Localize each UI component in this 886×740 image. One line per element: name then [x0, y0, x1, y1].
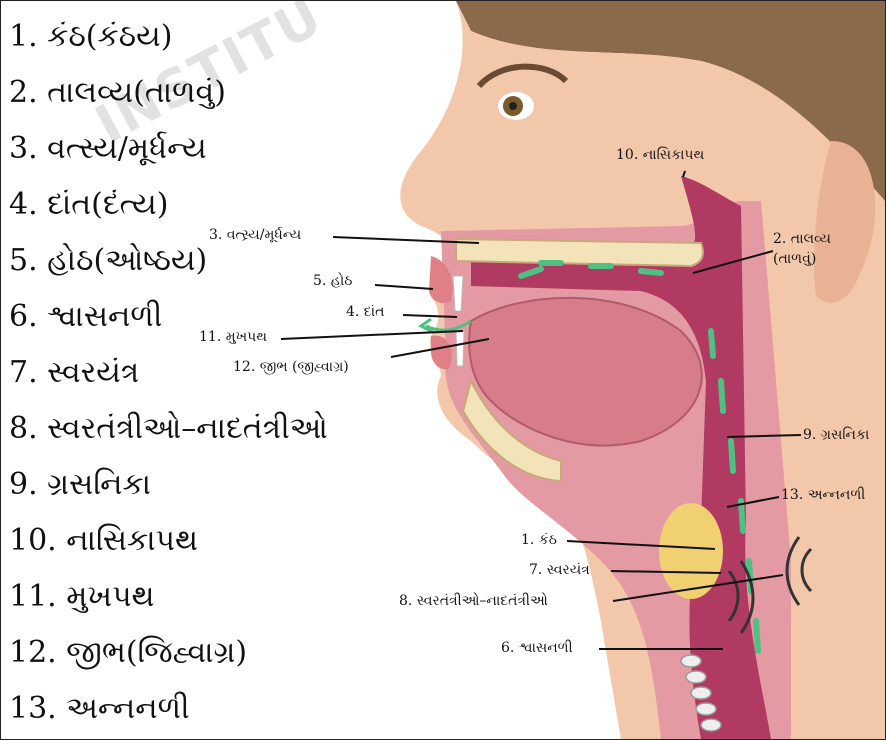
legend-item-6: 6. શ્વાસનળી [9, 299, 162, 334]
callout-trachea: 6. શ્વાસનળી [501, 640, 573, 656]
legend-item-10: 10. નાસિકાપથ [9, 523, 198, 558]
callout-palatal-line2: (તાળવું) [773, 251, 816, 267]
callout-larynx: 7. સ્વરયંત્ર [529, 562, 590, 578]
callout-oral-passage: 11. મુખપથ [199, 329, 267, 345]
legend-item-4: 4. દાંત(દંત્ય) [9, 187, 168, 222]
callout-vocal-cords: 8. સ્વરતંત્રીઓ–નાદતંત્રીઓ [399, 593, 548, 609]
callout-esophagus: 13. અન્નનળી [781, 487, 865, 503]
callout-pharynx: 9. ગ્રસનિકા [803, 427, 869, 443]
callout-tongue: 12. જીભ (જીહ્વાગ્ર) [233, 359, 349, 375]
legend-item-12: 12. જીભ(જિહ્વાગ્ર) [9, 635, 247, 670]
legend-item-11: 11. મુખપથ [9, 579, 155, 614]
callout-palatal-line1: 2. તાલવ્ય [773, 231, 831, 247]
legend-item-9: 9. ગ્રસનિકા [9, 467, 151, 502]
legend-item-3: 3. વત્સ્ય/મૂર્ધન્ય [9, 131, 207, 166]
callout-teeth: 4. દાંત [346, 304, 384, 320]
legend-item-13: 13. અન્નનળી [9, 691, 190, 726]
legend-item-5: 5. હોઠ(ઓષ્ઠય) [9, 243, 207, 278]
callout-alveolar: 3. વત્સ્ર્ય/મૂર્ધન્ય [209, 227, 301, 243]
legend-item-1: 1. કંઠ(કંઠય) [9, 19, 172, 54]
legend-item-7: 7. સ્વરયંત્ર [9, 355, 139, 390]
callout-lips: 5. હોઠ [313, 273, 352, 289]
callout-nasal-passage: 10. નાસિકાપથ [616, 147, 704, 163]
callout-throat: 1. કંઠ [521, 532, 557, 548]
legend-item-8: 8. સ્વરતંત્રીઓ–નાદતંત્રીઓ [9, 411, 328, 446]
legend-item-2: 2. તાલવ્ય(તાળવું) [9, 75, 226, 110]
